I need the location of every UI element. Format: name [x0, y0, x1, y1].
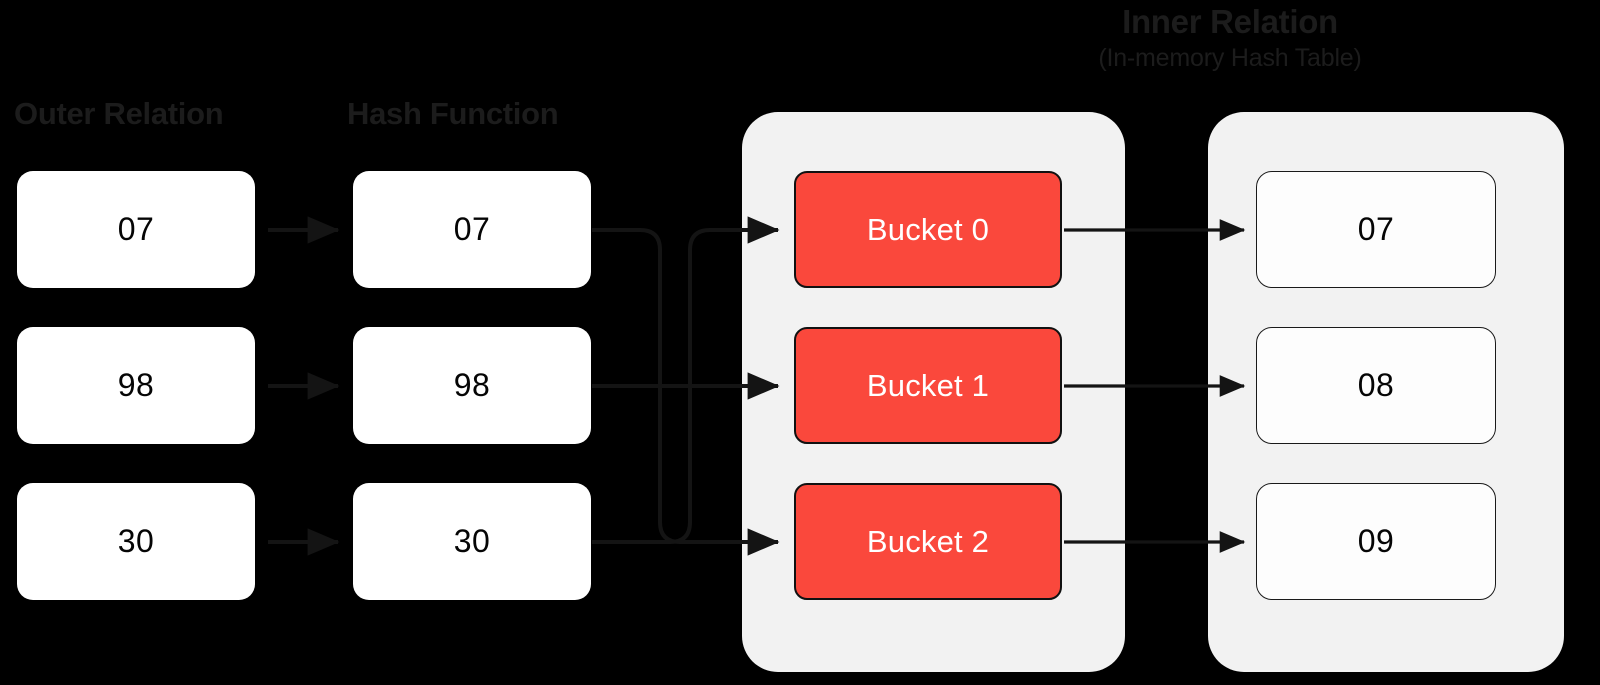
inner-relation-card-value: 07 — [1357, 211, 1395, 247]
inner-relation-heading-group: Inner Relation (In-memory Hash Table) — [1020, 2, 1440, 74]
inner-relation-card-value: 08 — [1357, 367, 1395, 403]
hash-function-card-value: 07 — [453, 211, 491, 247]
hash-function-card[interactable]: 07 — [353, 171, 591, 288]
bucket-card[interactable]: Bucket 2 — [794, 483, 1062, 600]
hash-function-card-value: 30 — [453, 523, 491, 559]
inner-relation-subheading: (In-memory Hash Table) — [1098, 44, 1362, 72]
bucket-card-label: Bucket 0 — [866, 211, 990, 247]
bucket-card[interactable]: Bucket 0 — [794, 171, 1062, 288]
hash-function-card-value: 98 — [453, 367, 491, 403]
outer-relation-card[interactable]: 07 — [17, 171, 255, 288]
bucket-card-label: Bucket 1 — [866, 367, 990, 403]
hash-function-card[interactable]: 30 — [353, 483, 591, 600]
outer-relation-heading: Outer Relation — [14, 96, 224, 131]
outer-relation-card-value: 30 — [117, 523, 155, 559]
bucket-card[interactable]: Bucket 1 — [794, 327, 1062, 444]
hash-function-heading: Hash Function — [347, 96, 559, 131]
inner-relation-card[interactable]: 08 — [1256, 327, 1496, 444]
inner-relation-card[interactable]: 07 — [1256, 171, 1496, 288]
inner-relation-card[interactable]: 09 — [1256, 483, 1496, 600]
hash-function-card[interactable]: 98 — [353, 327, 591, 444]
outer-relation-card-value: 98 — [117, 367, 155, 403]
inner-relation-card-value: 09 — [1357, 523, 1395, 559]
outer-relation-card-value: 07 — [117, 211, 155, 247]
inner-relation-heading: Inner Relation — [1122, 3, 1338, 40]
outer-relation-card[interactable]: 30 — [17, 483, 255, 600]
outer-relation-card[interactable]: 98 — [17, 327, 255, 444]
bucket-card-label: Bucket 2 — [866, 523, 990, 559]
